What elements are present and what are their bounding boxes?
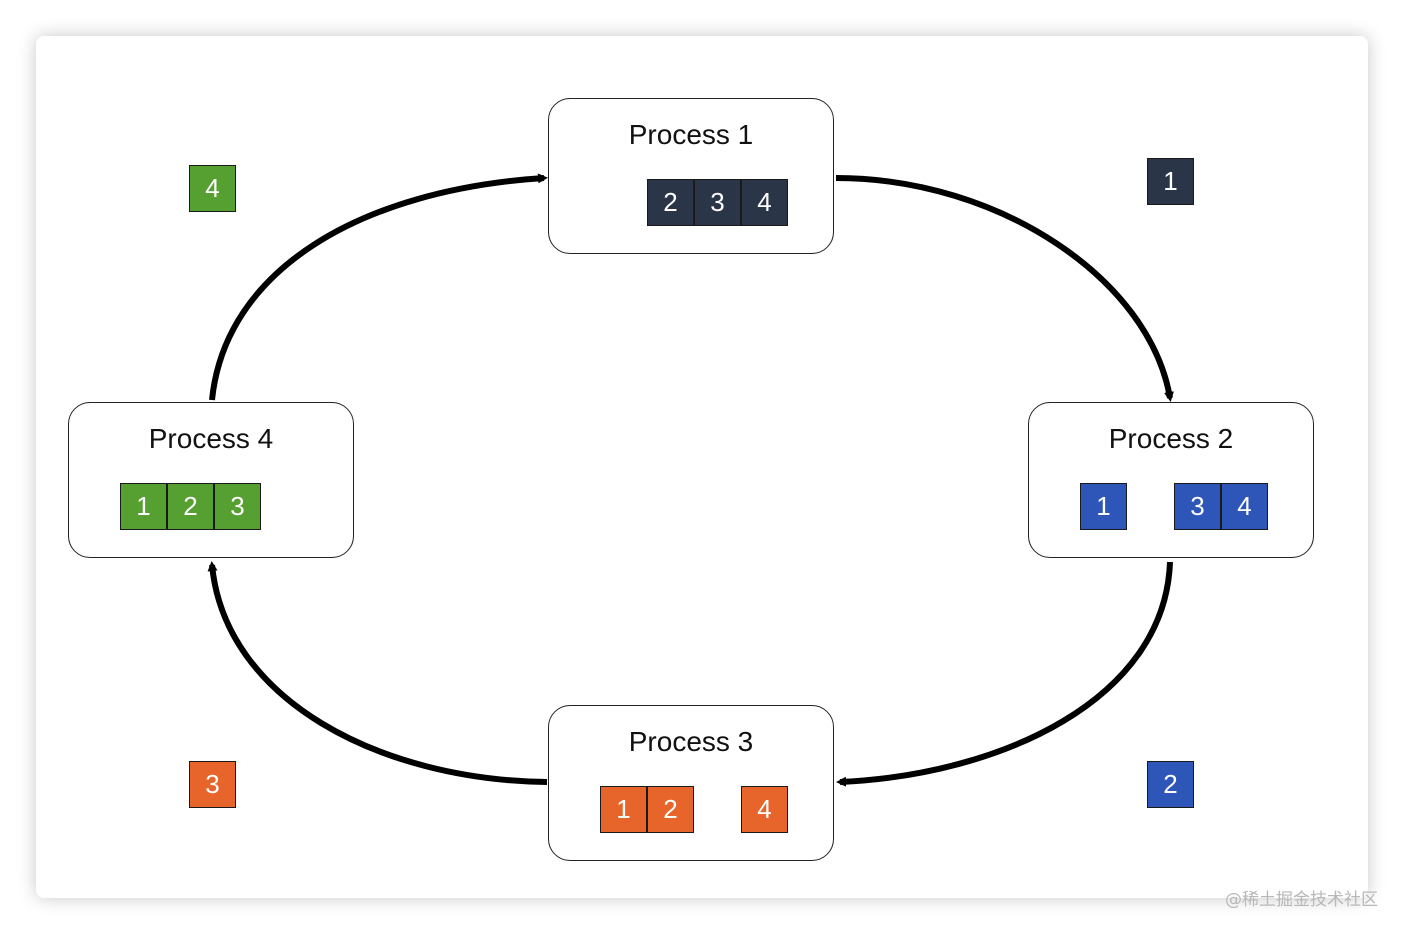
process-3-chunk: 1 — [600, 786, 647, 833]
process-3-chunk: 2 — [647, 786, 694, 833]
process-4-node: Process 4 1 2 3 — [68, 402, 354, 558]
process-1-node: Process 1 2 3 4 — [548, 98, 834, 254]
process-3-chunk: 4 — [741, 786, 788, 833]
process-1-title: Process 1 — [628, 119, 754, 150]
transit-chunk-2: 2 — [1147, 761, 1194, 808]
arrow-p3-to-p4 — [207, 561, 548, 785]
transit-chunk-1: 1 — [1147, 158, 1194, 205]
arrow-p1-to-p2 — [835, 175, 1174, 402]
process-1-chunk: 2 — [647, 179, 694, 226]
arrow-p4-to-p1 — [209, 173, 548, 401]
transit-chunk-4: 4 — [189, 165, 236, 212]
transit-chunk-3: 3 — [189, 761, 236, 808]
process-4-chunk: 2 — [167, 483, 214, 530]
process-4-title: Process 4 — [148, 423, 274, 454]
process-2-node: Process 2 1 3 4 — [1028, 402, 1314, 558]
process-1-chunk: 4 — [741, 179, 788, 226]
process-2-chunk: 4 — [1221, 483, 1268, 530]
arrow-p2-to-p3 — [836, 561, 1173, 787]
watermark: @稀土掘金技术社区 — [1225, 890, 1378, 910]
process-2-chunk: 1 — [1080, 483, 1127, 530]
process-3-node: Process 3 1 2 4 — [548, 705, 834, 861]
process-2-chunk: 3 — [1174, 483, 1221, 530]
process-2-title: Process 2 — [1108, 423, 1234, 454]
process-4-chunk: 3 — [214, 483, 261, 530]
process-3-title: Process 3 — [628, 726, 754, 757]
process-4-chunk: 1 — [120, 483, 167, 530]
process-1-chunk: 3 — [694, 179, 741, 226]
